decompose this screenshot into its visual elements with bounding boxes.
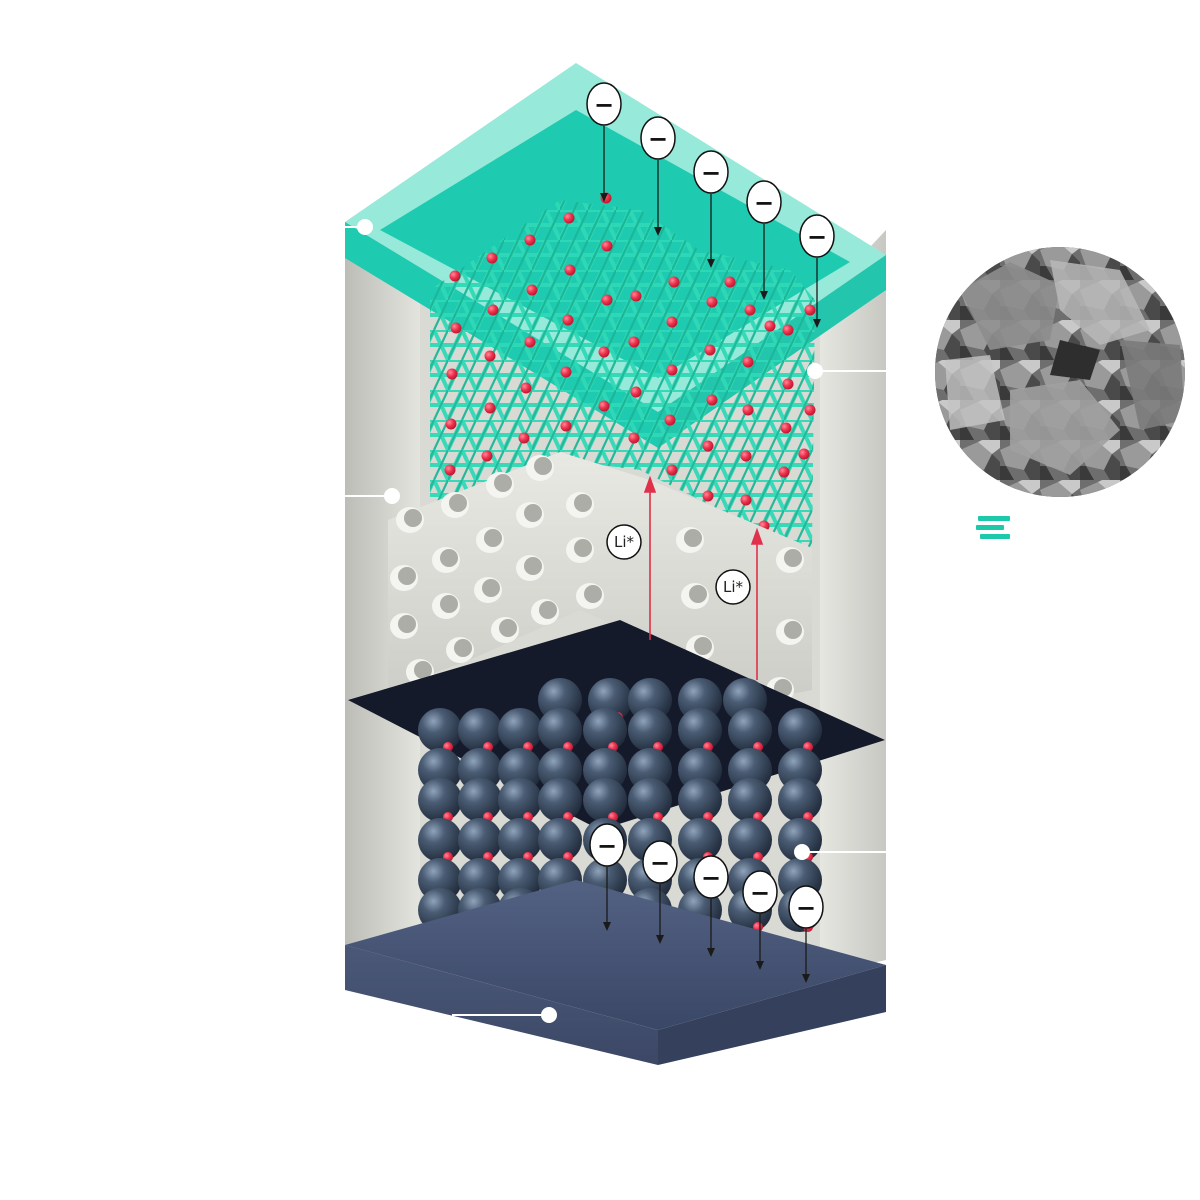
- electron-sign: −: [648, 125, 668, 153]
- li-label-2: Li*: [723, 578, 744, 596]
- anode-sphere: [458, 778, 502, 822]
- electron-sign: −: [750, 879, 770, 907]
- ion-dot: [741, 495, 752, 506]
- ion-dot: [765, 321, 776, 332]
- ion-dot: [561, 367, 572, 378]
- anode-sphere: [538, 778, 582, 822]
- ion-dot: [561, 421, 572, 432]
- ion-dot: [487, 253, 498, 264]
- ion-dot: [783, 325, 794, 336]
- electron-sign: −: [597, 832, 617, 860]
- ion-dot: [564, 213, 575, 224]
- ion-dot: [525, 235, 536, 246]
- anode-sphere: [583, 708, 627, 752]
- ion-dot: [805, 405, 816, 416]
- ion-dot: [669, 277, 680, 288]
- ion-dot: [527, 285, 538, 296]
- ion-dot: [450, 271, 461, 282]
- ion-dot: [703, 491, 714, 502]
- ion-dot: [707, 395, 718, 406]
- ion-dot: [743, 405, 754, 416]
- ion-dot: [705, 345, 716, 356]
- ion-dot: [521, 383, 532, 394]
- ion-dot: [525, 337, 536, 348]
- anode-sphere: [628, 778, 672, 822]
- anode-sphere: [678, 818, 722, 862]
- lithium-ion-badge: Li*: [607, 525, 641, 559]
- ion-dot: [485, 351, 496, 362]
- anode-sphere: [498, 818, 542, 862]
- ion-dot: [779, 467, 790, 478]
- anode-sphere: [498, 708, 542, 752]
- ion-dot: [602, 241, 613, 252]
- right-wall: [820, 230, 886, 975]
- anode-sphere: [538, 708, 582, 752]
- anode-sphere: [498, 778, 542, 822]
- anode-sphere: [678, 778, 722, 822]
- li-label-1: Li*: [614, 533, 635, 551]
- ion-dot: [563, 315, 574, 326]
- ion-dot: [482, 451, 493, 462]
- anode-sphere: [628, 708, 672, 752]
- ion-dot: [745, 305, 756, 316]
- ion-dot: [451, 323, 462, 334]
- anode-sphere: [778, 708, 822, 752]
- ion-dot: [667, 465, 678, 476]
- ion-dot: [799, 449, 810, 460]
- anode-sphere: [583, 778, 627, 822]
- anode-sphere: [458, 708, 502, 752]
- ion-dot: [565, 265, 576, 276]
- anode-sphere: [778, 778, 822, 822]
- ion-dot: [631, 291, 642, 302]
- ion-dot: [703, 441, 714, 452]
- ion-dot: [519, 433, 530, 444]
- ion-dot: [667, 317, 678, 328]
- lithium-ion-badge: Li*: [716, 570, 750, 604]
- ion-dot: [447, 369, 458, 380]
- anode-sphere: [418, 778, 462, 822]
- ion-dot: [599, 401, 610, 412]
- ion-dot: [488, 305, 499, 316]
- ion-dot: [741, 451, 752, 462]
- electron-sign: −: [594, 91, 614, 119]
- electron-sign: −: [807, 223, 827, 251]
- anode-sphere: [728, 708, 772, 752]
- electron-sign: −: [701, 159, 721, 187]
- ion-dot: [602, 295, 613, 306]
- anode-sphere: [538, 818, 582, 862]
- ion-dot: [629, 337, 640, 348]
- ion-dot: [743, 357, 754, 368]
- ion-dot: [667, 365, 678, 376]
- ion-dot: [707, 297, 718, 308]
- electron-sign: −: [796, 894, 816, 922]
- anode-sphere: [458, 818, 502, 862]
- ion-dot: [445, 465, 456, 476]
- ion-dot: [725, 277, 736, 288]
- anode-sphere: [678, 708, 722, 752]
- anode-sphere: [418, 708, 462, 752]
- anode-sphere: [728, 778, 772, 822]
- ion-dot: [446, 419, 457, 430]
- anode-sphere: [418, 818, 462, 862]
- legend-stripes-icon: [974, 512, 1014, 552]
- electron-sign: −: [701, 864, 721, 892]
- ion-dot: [629, 433, 640, 444]
- ion-dot: [631, 387, 642, 398]
- ion-dot: [805, 305, 816, 316]
- ion-dot: [781, 423, 792, 434]
- ion-dot: [665, 415, 676, 426]
- electron-sign: −: [650, 849, 670, 877]
- electron-sign: −: [754, 189, 774, 217]
- anode-sphere: [728, 818, 772, 862]
- ion-dot: [485, 403, 496, 414]
- sem-micrograph-image: [935, 247, 1185, 497]
- ion-dot: [599, 347, 610, 358]
- ion-dot: [783, 379, 794, 390]
